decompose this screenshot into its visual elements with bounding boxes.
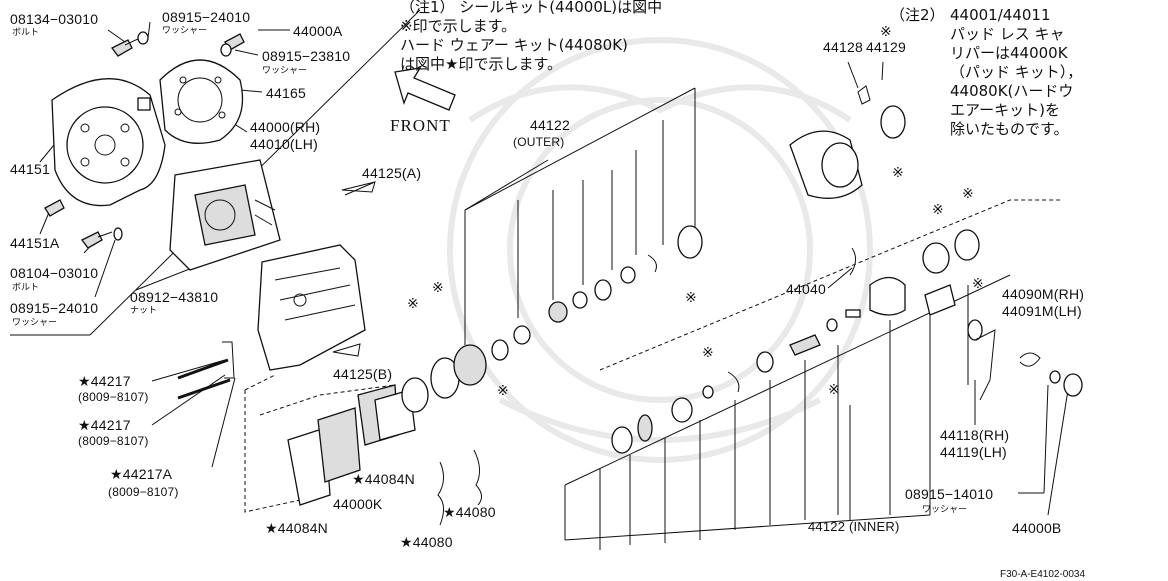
lower-bolts xyxy=(44,199,123,249)
outer-piston-group xyxy=(332,181,703,413)
seal-marker: ※ xyxy=(880,23,892,39)
label-44217b-range: (8009−8107) xyxy=(78,434,149,448)
label-44165: 44165 xyxy=(266,85,306,101)
seal-marker: ※ xyxy=(972,275,984,291)
label-44040: 44040 xyxy=(786,281,826,297)
dashed-outlines xyxy=(244,199,1060,513)
label-44125B: 44125(B) xyxy=(333,366,393,382)
seal-marker: ※ xyxy=(828,381,840,397)
label-08915a-sub: ワッシャー xyxy=(162,25,208,35)
label-08104-sub: ボルト xyxy=(12,282,40,292)
seal-marker: ※ xyxy=(892,164,904,180)
label-44118: 44118(RH) xyxy=(940,427,1010,443)
label-08912-sub: ナット xyxy=(130,305,158,315)
label-08134: 08134−03010 xyxy=(10,11,99,27)
label-44129: 44129 xyxy=(866,39,906,55)
front-arrow xyxy=(394,67,456,111)
watermark xyxy=(447,37,873,463)
torque-member xyxy=(257,244,366,371)
label-44125A: 44125(A) xyxy=(362,165,422,181)
label-44000k: 44000K xyxy=(333,496,383,512)
label-44122-outer: 44122 xyxy=(530,117,570,133)
adapter-plate xyxy=(137,59,244,144)
label-08915a: 08915−24010 xyxy=(162,9,251,25)
guide-pins xyxy=(177,341,235,400)
seal-marker: ※ xyxy=(407,295,419,311)
seal-marker: ※ xyxy=(932,201,944,217)
label-08915b-sub: ワッシャー xyxy=(262,65,308,75)
label-44128: 44128 xyxy=(823,39,863,55)
brake-pads xyxy=(287,384,416,506)
label-44010lh: 44010(LH) xyxy=(250,136,318,152)
label-08912: 08912−43810 xyxy=(130,289,219,305)
seal-marker: ※ xyxy=(962,185,974,201)
label-08104: 08104−03010 xyxy=(10,265,99,281)
seal-marker: ※ xyxy=(685,289,697,305)
label-08915d-sub: ワッシャー xyxy=(922,504,968,514)
label-44000rh: 44000(RH) xyxy=(250,119,321,135)
label-44217A-range: (8009−8107) xyxy=(108,485,179,499)
label-44080-b: ★44080 xyxy=(400,534,453,550)
inner-caliper-body xyxy=(789,85,980,276)
label-44119: 44119(LH) xyxy=(940,444,1007,460)
label-44217a: ★44217 xyxy=(78,373,131,389)
label-08915c-sub: ワッシャー xyxy=(12,317,58,327)
label-44084n-1: ★44084N xyxy=(352,471,415,487)
label-08915b: 08915−23810 xyxy=(262,48,351,64)
note-2-prefix: （注2） xyxy=(890,6,945,24)
note-1: （注1） シールキット(44000L)は図中 ※印で示します。 ハード ウェアー… xyxy=(400,0,663,73)
seal-marker: ※ xyxy=(432,279,444,295)
label-08134-sub: ボルト xyxy=(12,27,40,37)
inner-piston-group xyxy=(611,276,1083,454)
label-44217b: ★44217 xyxy=(78,417,131,433)
seal-marker: ※ xyxy=(497,382,509,398)
note-2: 44001/44011 パッド レス キャ リパーは44000K （パッド キッ… xyxy=(950,6,1083,138)
label-44217a-range: (8009−8107) xyxy=(78,390,149,404)
top-bolts xyxy=(111,31,245,57)
label-44000A: 44000A xyxy=(293,23,343,39)
label-08915d: 08915−14010 xyxy=(905,486,994,502)
label-44151: 44151 xyxy=(10,161,50,177)
label-44122-inner: 44122 (INNER) xyxy=(808,519,900,534)
label-08915c: 08915−24010 xyxy=(10,300,99,316)
label-44151A: 44151A xyxy=(10,235,60,251)
label-44000b: 44000B xyxy=(1012,520,1062,536)
label-44091m: 44091M(LH) xyxy=(1002,303,1082,319)
caliper-assembly xyxy=(169,159,281,271)
springs xyxy=(437,449,482,526)
label-44080-a: ★44080 xyxy=(443,504,496,520)
label-44090m: 44090M(RH) xyxy=(1002,286,1085,302)
label-44084n-2: ★44084N xyxy=(265,520,328,536)
front-label: FRONT xyxy=(390,116,451,135)
label-44122-outer-sub: (OUTER) xyxy=(513,135,565,149)
splash-shield xyxy=(51,78,166,207)
label-44217A: ★44217A xyxy=(110,466,173,482)
outer-fan-lines xyxy=(464,87,1011,550)
diagram-code: F30-A-E4102-0034 xyxy=(1000,569,1086,580)
seal-marker: ※ xyxy=(702,344,714,360)
